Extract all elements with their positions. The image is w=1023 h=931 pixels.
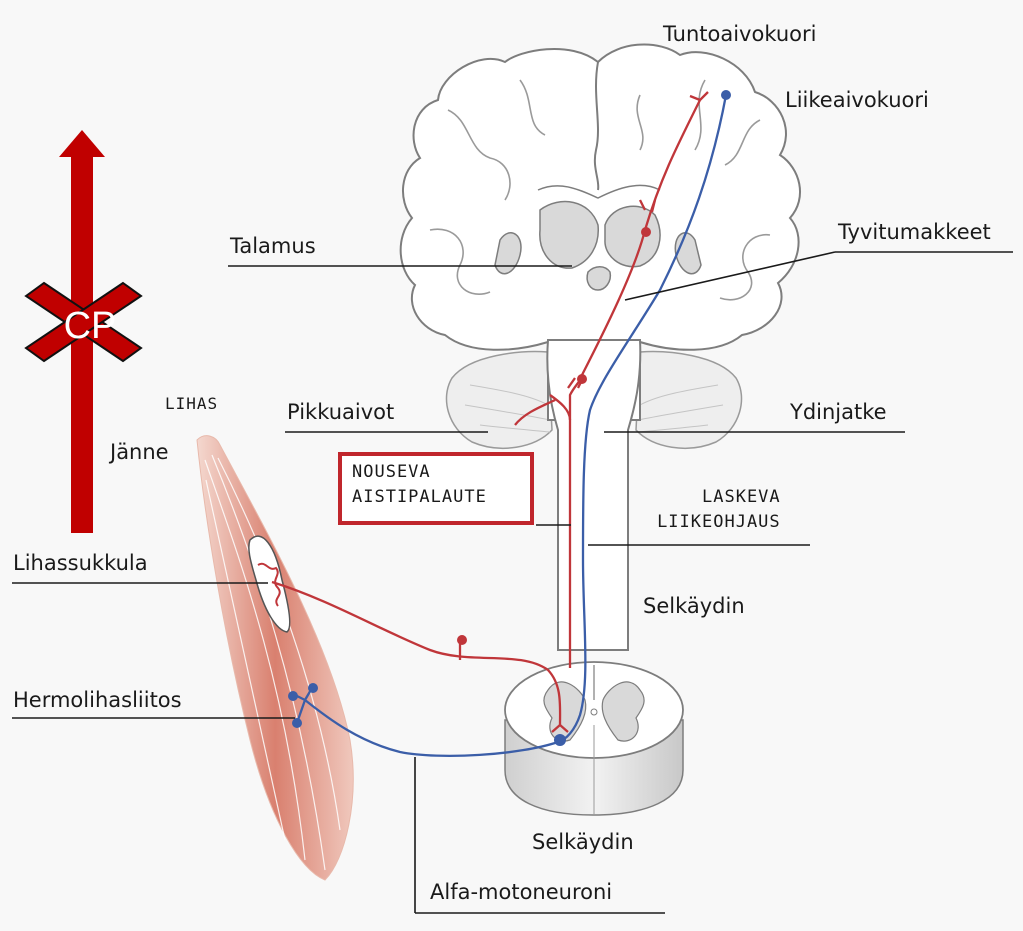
leader-lines bbox=[12, 252, 1013, 913]
label-lihas: LIHAS bbox=[165, 392, 218, 415]
label-ydinjatke: Ydinjatke bbox=[790, 402, 887, 423]
label-selkaydin-upper: Selkäydin bbox=[643, 596, 745, 617]
label-hermolihasliitos: Hermolihasliitos bbox=[13, 690, 182, 711]
arrow-head-icon bbox=[59, 130, 105, 157]
label-pikkuaivot: Pikkuaivot bbox=[287, 402, 394, 423]
label-laskeva: LASKEVA LIIKEOHJAUS bbox=[652, 485, 781, 534]
label-laskeva-line1: LASKEVA bbox=[652, 485, 781, 510]
label-tuntoaivokuori: Tuntoaivokuori bbox=[663, 24, 816, 45]
label-alfa-motoneuroni: Alfa-motoneuroni bbox=[430, 882, 612, 903]
label-selkaydin-lower: Selkäydin bbox=[532, 832, 634, 853]
brainstem bbox=[547, 340, 640, 650]
label-laskeva-line2: LIIKEOHJAUS bbox=[652, 510, 781, 535]
label-lihassukkula: Lihassukkula bbox=[13, 553, 148, 574]
spinal-cord-section bbox=[505, 662, 683, 815]
label-janne: Jänne bbox=[110, 442, 169, 463]
label-talamus: Talamus bbox=[230, 236, 316, 257]
muscle bbox=[197, 436, 353, 880]
label-nouseva-line2: AISTIPALAUTE bbox=[352, 485, 487, 510]
label-nouseva-line1: NOUSEVA bbox=[352, 460, 487, 485]
label-nouseva: NOUSEVA AISTIPALAUTE bbox=[352, 460, 487, 509]
label-tyvitumakkeet: Tyvitumakkeet bbox=[838, 222, 991, 243]
cp-label: CP bbox=[50, 305, 130, 348]
label-liikeaivokuori: Liikeaivokuori bbox=[785, 90, 929, 111]
